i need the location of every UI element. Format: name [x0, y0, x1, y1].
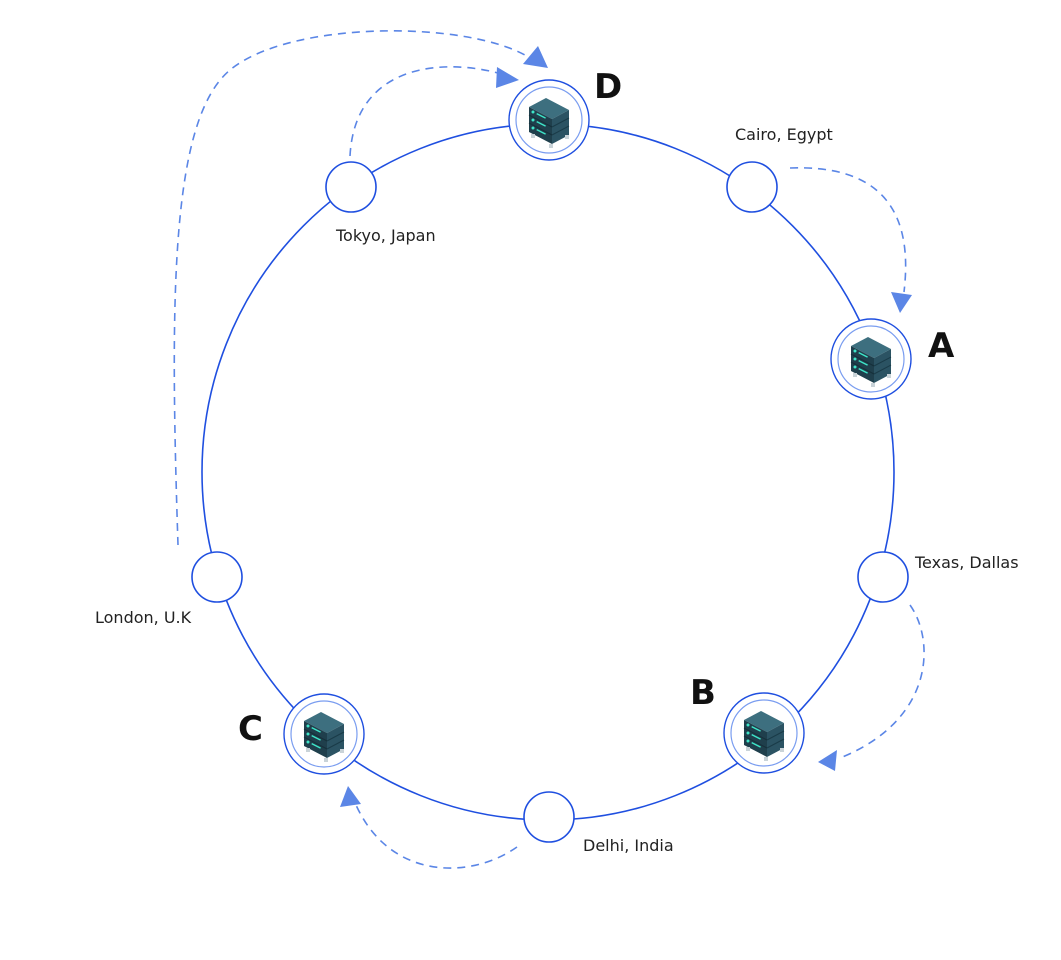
location-node-tokyo — [325, 161, 377, 213]
server-label-b: B — [690, 673, 716, 713]
arrow-london-to-d-head — [523, 46, 548, 68]
server-node-a — [830, 318, 912, 400]
server-label-d: D — [594, 67, 622, 107]
location-node-london — [191, 551, 243, 603]
arrow-tokyo-to-d-head — [496, 67, 519, 88]
location-label-tokyo: Tokyo, Japan — [335, 226, 436, 245]
arrow-london-to-d — [173, 30, 531, 546]
arrow-delhi-to-c — [355, 804, 518, 869]
location-node-cairo — [726, 161, 778, 213]
location-nodes — [191, 161, 909, 843]
arrow-delhi-to-c-head — [340, 786, 361, 807]
mapping-arrows — [173, 30, 925, 869]
location-label-delhi: Delhi, India — [583, 836, 674, 855]
location-label-cairo: Cairo, Egypt — [735, 125, 833, 144]
server-node-d — [508, 79, 590, 161]
server-node-c — [283, 693, 365, 775]
arrow-tokyo-to-d — [349, 66, 506, 157]
location-label-london: London, U.K — [95, 608, 192, 627]
arrow-texas-to-b-head — [818, 750, 837, 771]
arrow-cairo-to-a-head — [891, 292, 912, 313]
arrow-texas-to-b — [839, 604, 925, 759]
location-node-texas — [857, 551, 909, 603]
server-label-c: C — [238, 709, 263, 749]
location-node-delhi — [523, 791, 575, 843]
server-label-a: A — [928, 326, 955, 366]
arrow-cairo-to-a — [789, 167, 907, 293]
server-node-b — [723, 692, 805, 774]
location-label-texas: Texas, Dallas — [914, 553, 1019, 572]
